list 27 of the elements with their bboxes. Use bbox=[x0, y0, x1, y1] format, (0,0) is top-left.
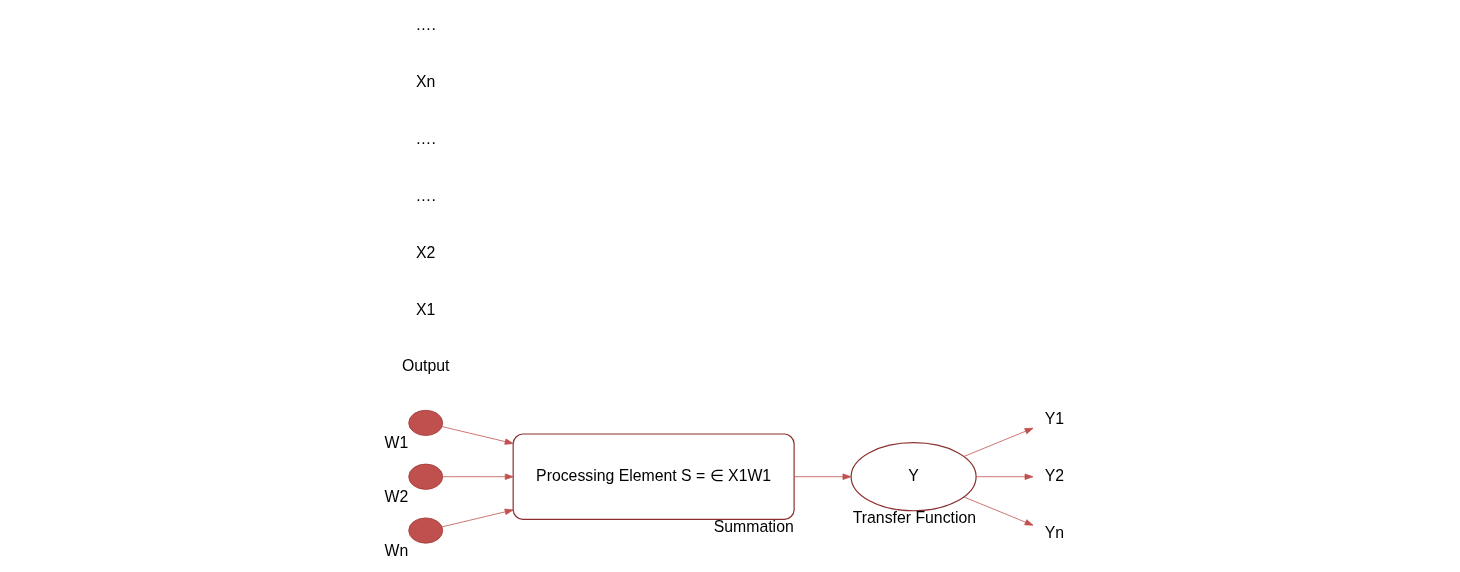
node-text: Y1 bbox=[1044, 409, 1065, 427]
arrow bbox=[442, 473, 514, 480]
label: X2 bbox=[416, 243, 436, 261]
node-box: Processing Element S = ∈ X1W1 bbox=[512, 433, 795, 521]
node-circle bbox=[408, 463, 444, 490]
node-text: Yn bbox=[1044, 523, 1065, 541]
label: X1 bbox=[416, 300, 436, 318]
node-circle bbox=[408, 517, 444, 544]
label: …. bbox=[415, 129, 436, 147]
node-text: Y2 bbox=[1044, 466, 1065, 484]
node-ellipse: Y bbox=[850, 442, 977, 512]
arrow bbox=[975, 473, 1034, 480]
arrow bbox=[441, 426, 514, 445]
label: …. bbox=[415, 15, 436, 33]
node-label: Transfer Function bbox=[852, 509, 977, 527]
label: Output bbox=[401, 357, 450, 375]
arrow bbox=[963, 496, 1034, 526]
node-circle bbox=[408, 409, 444, 436]
node-label: Wn bbox=[384, 541, 409, 559]
arrow bbox=[963, 427, 1034, 457]
node-label: Summation bbox=[713, 518, 794, 536]
node-label: W1 bbox=[384, 434, 409, 452]
arrow bbox=[793, 473, 852, 480]
node-label: W2 bbox=[384, 488, 409, 506]
label: …. bbox=[415, 186, 436, 204]
arrow bbox=[441, 508, 514, 528]
label: Xn bbox=[416, 72, 436, 90]
